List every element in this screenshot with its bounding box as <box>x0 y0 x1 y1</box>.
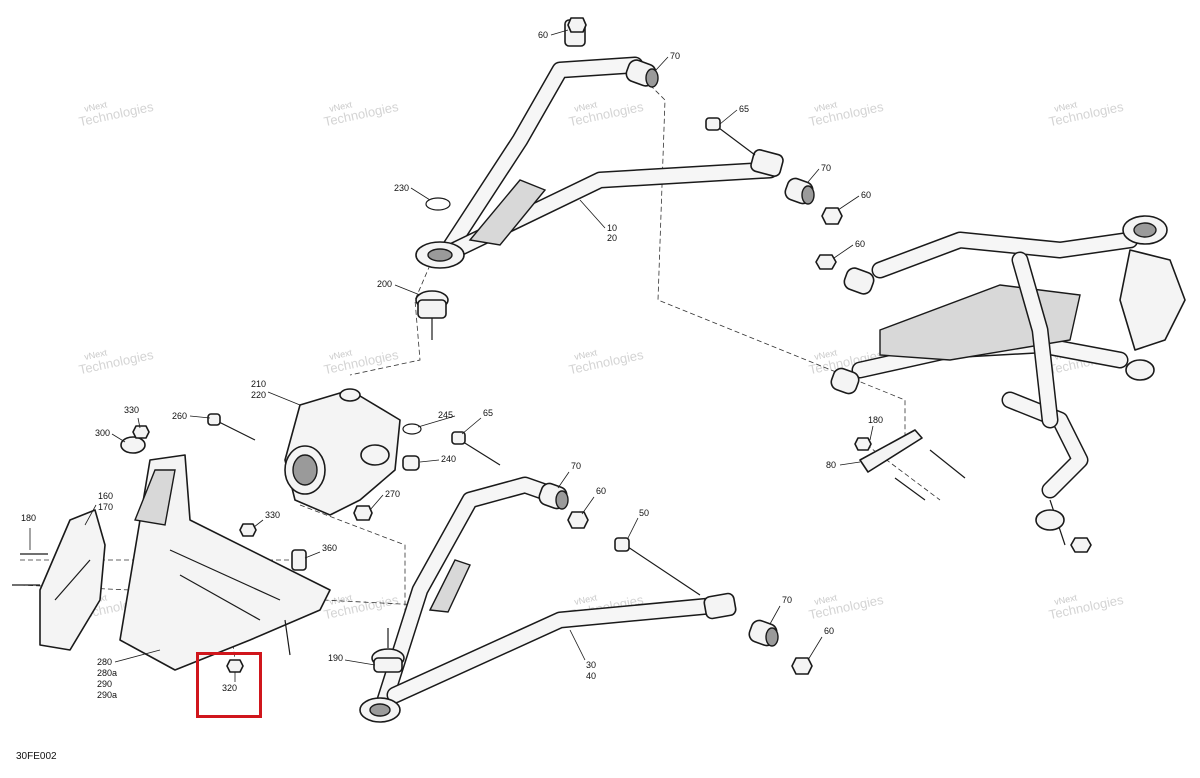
clamp-300 <box>120 425 150 454</box>
callout-label: 160 <box>98 491 113 501</box>
guard-plate-160 <box>39 509 106 651</box>
watermark-text: vNext <box>573 347 598 362</box>
callout-label: 210 <box>251 379 266 389</box>
bolt-260 <box>207 413 256 441</box>
callout-label: 360 <box>322 543 337 553</box>
bolt-65-top <box>705 117 756 156</box>
callout-label: 290 <box>97 679 112 689</box>
watermark-text: vNext <box>813 347 838 362</box>
callout-label: 200 <box>377 279 392 289</box>
callout-label: 30 <box>586 660 596 670</box>
callout-label: 50 <box>639 508 649 518</box>
watermark-text: vNext <box>1053 99 1078 114</box>
nut-60-mid <box>567 511 589 529</box>
callout-label: 220 <box>251 390 266 400</box>
bushing-70-bottom <box>748 619 779 647</box>
callout-label: 270 <box>385 489 400 499</box>
callout-layer: 60 70 65 70 60 60 230 10 20 200 210 220 … <box>21 30 883 700</box>
callout-label: 180 <box>21 513 36 523</box>
watermark-text: vNext <box>573 99 598 114</box>
ball-joint-190 <box>371 628 405 673</box>
callout-label: 290a <box>97 690 117 700</box>
watermark-text: vNext <box>1053 592 1078 607</box>
spacer-240 <box>402 455 420 471</box>
callout-label: 280 <box>97 657 112 667</box>
callout-label: 245 <box>438 410 453 420</box>
callout-label: 60 <box>855 239 865 249</box>
watermark-text: vNext <box>328 347 353 362</box>
watermark-text: vNext <box>813 592 838 607</box>
frame-assembly <box>815 215 1186 553</box>
bracket-80 <box>854 429 966 501</box>
watermark-text: vNext <box>83 99 108 114</box>
callout-label: 10 <box>607 223 617 233</box>
watermark-text: vNext <box>573 592 598 607</box>
washer-245 <box>402 423 422 435</box>
callout-label: 330 <box>265 510 280 520</box>
callout-label: 230 <box>394 183 409 193</box>
bolt-65-mid <box>451 431 501 466</box>
callout-label: 190 <box>328 653 343 663</box>
fastener-320 <box>226 659 244 673</box>
callout-label: 70 <box>670 51 680 61</box>
callout-label: 70 <box>782 595 792 605</box>
callout-label: 300 <box>95 428 110 438</box>
bolt-50 <box>614 537 701 596</box>
spacer-360 <box>291 549 307 571</box>
ball-joint-200 <box>415 290 449 340</box>
bushing-70-right <box>784 177 815 205</box>
nut-270 <box>353 505 373 521</box>
watermark-text: vNext <box>328 99 353 114</box>
leader-lines <box>29 29 874 682</box>
callout-label: 60 <box>596 486 606 496</box>
nut-60-top <box>567 17 587 33</box>
callout-label: 40 <box>586 671 596 681</box>
upper-a-arm <box>415 19 784 269</box>
callout-label: 70 <box>571 461 581 471</box>
guard-plate-280 <box>119 454 331 671</box>
callout-label: 80 <box>826 460 836 470</box>
retaining-ring <box>425 197 451 211</box>
lower-a-arm <box>359 476 737 723</box>
callout-label: 170 <box>98 502 113 512</box>
watermark-text: vNext <box>813 99 838 114</box>
callout-label: 330 <box>124 405 139 415</box>
callout-label: 280a <box>97 668 117 678</box>
watermark-text: vNext <box>328 592 353 607</box>
highlight-box[interactable] <box>196 652 262 718</box>
callout-label: 65 <box>739 104 749 114</box>
callout-label: 70 <box>821 163 831 173</box>
callout-label: 320 <box>222 683 237 693</box>
bushing-70-top <box>625 59 659 88</box>
callout-label: 60 <box>861 190 871 200</box>
bushing-70-mid <box>538 482 569 510</box>
figure-code: 30FE002 <box>16 751 57 762</box>
callout-label: 180 <box>868 415 883 425</box>
nut-330 <box>239 523 257 537</box>
nut-60-right <box>821 207 843 225</box>
callout-label: 240 <box>441 454 456 464</box>
nut-60-bottom <box>791 657 813 675</box>
steering-knuckle <box>284 388 401 516</box>
watermark-text: vNext <box>83 347 108 362</box>
bolt <box>284 619 291 656</box>
callout-label: 260 <box>172 411 187 421</box>
callout-label: 60 <box>824 626 834 636</box>
callout-label: 65 <box>483 408 493 418</box>
callout-label: 20 <box>607 233 617 243</box>
callout-label: 60 <box>538 30 548 40</box>
